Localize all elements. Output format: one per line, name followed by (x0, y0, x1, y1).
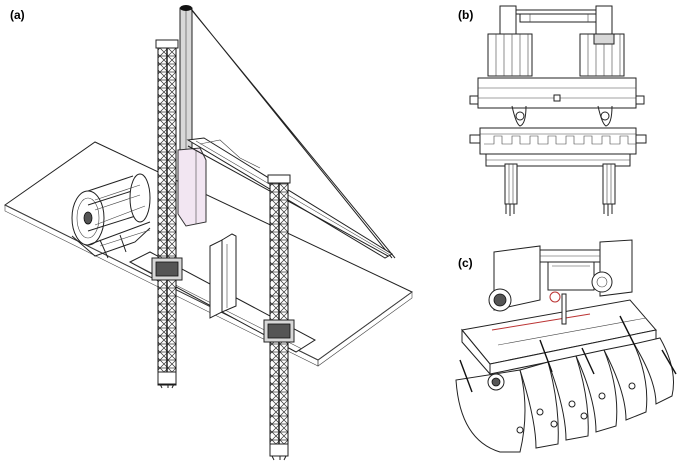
grab-rods (459, 315, 677, 393)
cable-reel (71, 173, 151, 259)
platform-deck (4, 141, 413, 361)
panel-b-label: (b) (458, 8, 473, 22)
rod-left (504, 163, 518, 216)
deck-frame-post (209, 233, 237, 319)
grab-beam (461, 293, 657, 376)
panel-b: (b) (458, 5, 647, 216)
panel-a: (a) (4, 5, 413, 461)
grab-upper-frame (488, 239, 633, 312)
lattice-tower-left (151, 39, 183, 389)
stay-cable (189, 7, 396, 259)
lattice-tower-right (263, 174, 295, 461)
panel-c: (c) (455, 239, 677, 453)
grab-jaw-bar (479, 127, 637, 155)
sheave-right (579, 33, 625, 77)
sheave-left (487, 33, 533, 77)
main-mast (177, 5, 207, 227)
crosshead-body (477, 77, 637, 109)
panel-c-label: (c) (458, 256, 473, 270)
panel-a-label: (a) (10, 8, 25, 22)
boom-jib (186, 137, 393, 259)
grab-jaws (455, 337, 674, 453)
rod-right (602, 163, 616, 216)
